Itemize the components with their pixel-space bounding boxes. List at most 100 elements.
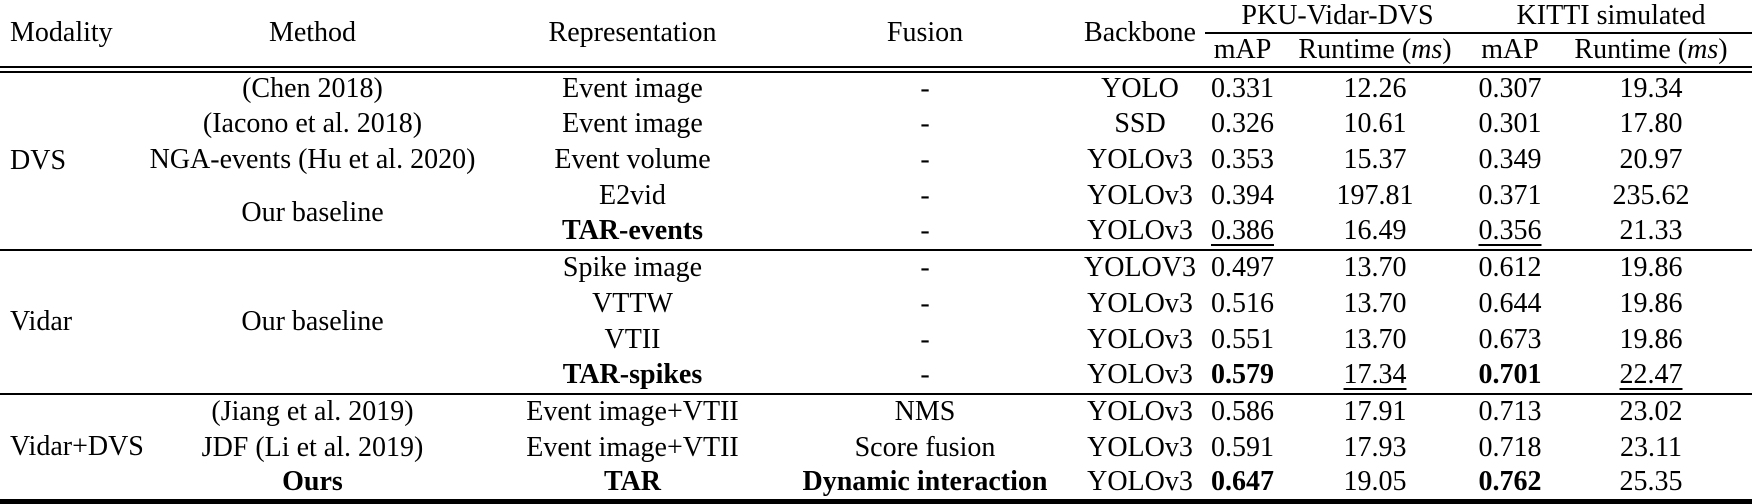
representation-cell: Spike image: [562, 252, 703, 284]
table-header: Modality Method Representation Fusion Ba…: [0, 0, 1752, 73]
runtime-label: Runtime (: [1574, 34, 1688, 65]
representation-cell: TAR: [603, 466, 662, 498]
fusion-cell: Score fusion: [854, 431, 996, 463]
header-map-pku: mAP: [1205, 33, 1280, 73]
runtime-kitti-cell: 235.62: [1612, 179, 1690, 211]
representation-cell: Event image+VTII: [526, 431, 739, 463]
table-row: VTTW - YOLOv3 0.516 13.70 0.644 19.86: [0, 286, 1752, 322]
fusion-cell: -: [920, 359, 930, 391]
map-kitti-cell: 0.644: [1478, 287, 1542, 319]
backbone-cell: YOLOV3: [1084, 252, 1196, 284]
runtime-unit: ms: [1411, 34, 1443, 65]
header-runtime-pku: Runtime (ms): [1280, 33, 1470, 73]
map-kitti-cell: 0.356: [1470, 214, 1550, 250]
map-kitti-cell: 0.718: [1478, 431, 1542, 463]
table-row: Our baseline E2vid - YOLOv3 0.394 197.81…: [0, 177, 1752, 251]
header-dataset-kitti: KITTI simulated: [1470, 0, 1752, 34]
backbone-cell: YOLOv3: [1087, 466, 1193, 498]
method-cell: (Chen 2018): [242, 73, 383, 105]
representation-cell: TAR-events: [561, 215, 703, 247]
representation-cell: Event image+VTII: [526, 396, 739, 428]
map-pku-cell: 0.647: [1211, 466, 1274, 498]
header-backbone: Backbone: [1075, 0, 1205, 73]
second-best-value: 17.34: [1343, 359, 1407, 391]
map-kitti-cell: 0.301: [1478, 107, 1542, 139]
representation-cell: TAR-spikes: [562, 359, 703, 391]
runtime-unit: ms: [1687, 34, 1719, 65]
second-best-value: 22.47: [1619, 359, 1683, 391]
runtime-pku-cell: 17.91: [1343, 396, 1407, 428]
runtime-pku-cell: 12.26: [1343, 73, 1407, 105]
map-kitti-cell: 0.349: [1478, 143, 1542, 175]
map-pku-cell: 0.591: [1211, 431, 1274, 463]
backbone-cell: YOLOv3: [1087, 179, 1193, 211]
fusion-cell: -: [920, 179, 930, 211]
backbone-cell: YOLOv3: [1087, 323, 1193, 355]
method-cell: Ours: [282, 466, 343, 498]
representation-cell: E2vid: [599, 179, 666, 211]
fusion-cell: NMS: [894, 396, 956, 428]
runtime-pku-cell: 13.70: [1343, 323, 1407, 355]
map-kitti-cell: 0.673: [1478, 323, 1542, 355]
map-pku-cell: 0.386: [1205, 214, 1280, 250]
map-pku-cell: 0.516: [1211, 287, 1274, 319]
map-pku-cell: 0.579: [1211, 359, 1274, 391]
table-row: TAR-spikes - YOLOv3 0.579 17.34 0.701 22…: [0, 358, 1752, 394]
fusion-cell: -: [920, 323, 930, 355]
method-cell: (Iacono et al. 2018): [202, 107, 423, 139]
runtime-pku-cell: 16.49: [1343, 215, 1407, 247]
runtime-kitti-cell: 22.47: [1550, 358, 1752, 394]
table-row: Vidar+DVS (Jiang et al. 2019) Event imag…: [0, 393, 1752, 504]
header-runtime-kitti: Runtime (ms): [1550, 33, 1752, 73]
representation-cell: VTII: [604, 323, 661, 355]
runtime-label: Runtime (: [1298, 34, 1412, 65]
fusion-cell: -: [920, 252, 930, 284]
header-modality: Modality: [0, 0, 135, 73]
map-pku-cell: 0.586: [1211, 396, 1274, 428]
runtime-pku-cell: 13.70: [1343, 287, 1407, 319]
backbone-cell: YOLOv3: [1087, 143, 1193, 175]
fusion-cell: Dynamic interaction: [802, 466, 1048, 498]
runtime-kitti-cell: 25.35: [1619, 466, 1683, 498]
backbone-cell: YOLO: [1101, 73, 1179, 105]
method-cell: (Jiang et al. 2019): [211, 396, 414, 428]
representation-cell: Event image: [562, 107, 703, 139]
runtime-kitti-cell: 21.33: [1619, 215, 1683, 247]
runtime-kitti-cell: 17.80: [1619, 107, 1683, 139]
header-fusion: Fusion: [775, 0, 1075, 73]
fusion-cell: -: [920, 215, 930, 247]
second-best-value: 0.356: [1478, 215, 1542, 247]
fusion-cell: -: [920, 143, 930, 175]
representation-cell: VTTW: [592, 287, 673, 319]
modality-cell: DVS: [0, 69, 135, 251]
header-map-kitti: mAP: [1470, 33, 1550, 73]
runtime-pku-cell: 197.81: [1336, 179, 1414, 211]
fusion-cell: -: [920, 287, 930, 319]
runtime-pku-cell: 10.61: [1343, 107, 1407, 139]
backbone-cell: YOLOv3: [1087, 287, 1193, 319]
map-pku-cell: 0.551: [1211, 323, 1274, 355]
method-cell: JDF (Li et al. 2019): [201, 431, 424, 463]
runtime-pku-cell: 17.93: [1343, 431, 1407, 463]
backbone-cell: YOLOv3: [1087, 431, 1193, 463]
map-kitti-cell: 0.307: [1478, 73, 1542, 105]
representation-cell: Event image: [562, 73, 703, 105]
map-pku-cell: 0.394: [1211, 179, 1274, 211]
header-dataset-pku: PKU-Vidar-DVS: [1205, 0, 1470, 34]
map-kitti-cell: 0.762: [1478, 466, 1542, 498]
runtime-kitti-cell: 19.34: [1619, 73, 1683, 105]
map-kitti-cell: 0.713: [1478, 396, 1542, 428]
runtime-kitti-cell: 19.86: [1619, 287, 1683, 319]
table-row: Vidar Our baseline Spike image - YOLOV3 …: [0, 249, 1752, 395]
fusion-cell: -: [920, 73, 930, 105]
method-cell: NGA-events (Hu et al. 2020): [149, 143, 476, 175]
header-representation: Representation: [490, 0, 775, 73]
representation-cell: Event volume: [554, 143, 711, 175]
map-pku-cell: 0.331: [1211, 73, 1274, 105]
table-row: TAR-events - YOLOv3 0.386 16.49 0.356 21…: [0, 214, 1752, 250]
map-pku-cell: 0.353: [1211, 143, 1274, 175]
runtime-close: ): [1718, 34, 1728, 65]
runtime-close: ): [1442, 34, 1452, 65]
method-cell: Our baseline: [135, 177, 490, 251]
second-best-value: 0.386: [1211, 215, 1274, 247]
